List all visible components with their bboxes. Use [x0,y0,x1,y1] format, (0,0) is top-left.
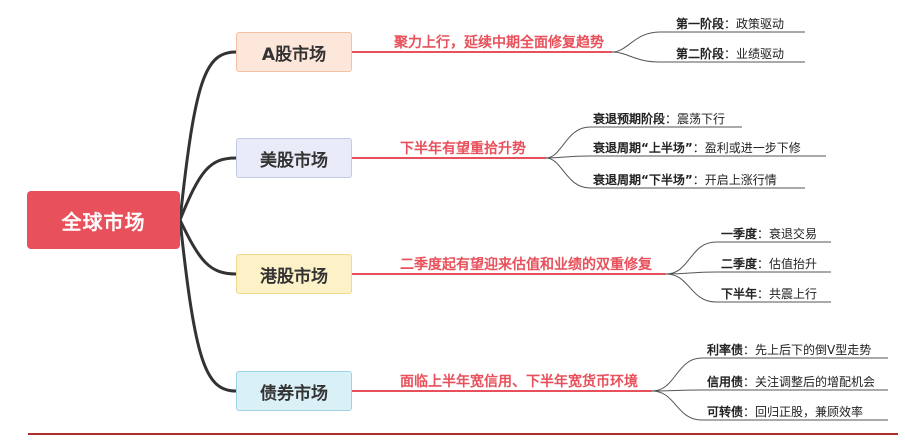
leaf-lines-bond [651,357,888,421]
leaf-item-key: 衰退周期“下半场” [593,173,693,187]
leaf-item-us-3[interactable]: 衰退周期“下半场”：开启上涨行情 [593,171,777,188]
leaf-item-key: 第一阶段 [676,17,725,31]
leaf-item-bond-3[interactable]: 可转债：回归正股，兼顾效率 [707,403,863,420]
branch-line-hk [178,219,237,276]
leaf-item-key: 第二阶段 [676,47,725,61]
leaf-item-value: 衰退交易 [769,227,818,241]
leaf-item-sep: ： [692,173,705,187]
market-node-label: 美股市场 [260,150,328,171]
leaf-item-value: 政策驱动 [736,17,785,31]
leaf-item-us-2[interactable]: 衰退周期“上半场”：盈利或进一步下修 [593,139,801,156]
leaf-lines-hk [665,241,831,303]
trend-label-bond[interactable]: 面临上半年宽信用、下半年宽货币环境 [400,374,638,390]
leaf-item-sep: ： [757,227,770,241]
leaf-item-value: 盈利或进一步下修 [704,141,801,155]
leaf-item-key: 利率债 [707,343,744,357]
leaf-item-key: 二季度 [721,257,758,271]
leaf-item-sep: ： [692,141,705,155]
leaf-lines-a-share [611,31,805,63]
leaf-item-value: 共震上行 [769,287,818,301]
leaf-item-key: 衰退周期“上半场” [593,141,693,155]
market-node-bond[interactable]: 债券市场 [236,371,352,411]
leaf-item-sep: ： [743,405,756,419]
market-node-label: 港股市场 [260,266,328,287]
leaf-item-value: 关注调整后的增配机会 [755,375,876,389]
branch-line-us [178,156,237,221]
leaf-item-sep: ： [743,375,756,389]
leaf-item-hk-3[interactable]: 下半年：共震上行 [721,285,817,302]
leaf-item-value: 估值抬升 [769,257,818,271]
market-node-us[interactable]: 美股市场 [236,138,352,178]
branch-line-a-share [178,50,237,221]
leaf-item-value: 先上后下的倒V型走势 [755,343,872,357]
trend-label-us[interactable]: 下半年有望重拾升势 [400,141,526,157]
market-node-hk[interactable]: 港股市场 [236,254,352,294]
leaf-item-value: 开启上涨行情 [704,173,777,187]
leaf-item-hk-2[interactable]: 二季度：估值抬升 [721,255,817,272]
leaf-item-sep: ： [724,17,737,31]
leaf-item-sep: ： [665,112,678,126]
leaf-item-value: 业绩驱动 [736,47,785,61]
leaf-item-bond-2[interactable]: 信用债：关注调整后的增配机会 [707,373,875,390]
leaf-item-hk-1[interactable]: 一季度：衰退交易 [721,225,817,242]
leaf-item-sep: ： [757,257,770,271]
root-node-label: 全球市场 [61,209,146,234]
footer-divider [28,433,898,435]
trend-label-hk[interactable]: 二季度起有望迎来估值和业绩的双重修复 [400,257,652,273]
leaf-item-key: 一季度 [721,227,758,241]
root-node-global-market[interactable]: 全球市场 [27,191,180,249]
leaf-item-value: 震荡下行 [677,112,726,126]
leaf-item-a-share-1[interactable]: 第一阶段：政策驱动 [676,15,784,32]
market-node-label: 债券市场 [260,383,328,404]
trend-label-a-share[interactable]: 聚力上行，延续中期全面修复趋势 [394,35,604,51]
leaf-item-key: 下半年 [721,287,758,301]
market-node-a-share[interactable]: A股市场 [236,32,352,72]
leaf-item-value: 回归正股，兼顾效率 [755,405,864,419]
leaf-item-bond-1[interactable]: 利率债：先上后下的倒V型走势 [707,341,871,358]
leaf-item-key: 衰退预期阶段 [593,112,666,126]
leaf-item-key: 可转债 [707,405,744,419]
market-node-label: A股市场 [261,44,327,65]
leaf-item-sep: ： [724,47,737,61]
leaf-item-key: 信用债 [707,375,744,389]
leaf-item-a-share-2[interactable]: 第二阶段：业绩驱动 [676,45,784,62]
branch-line-bond [178,219,237,393]
leaf-lines-us [545,126,826,189]
leaf-item-sep: ： [757,287,770,301]
leaf-item-sep: ： [743,343,756,357]
leaf-item-us-1[interactable]: 衰退预期阶段：震荡下行 [593,110,725,127]
